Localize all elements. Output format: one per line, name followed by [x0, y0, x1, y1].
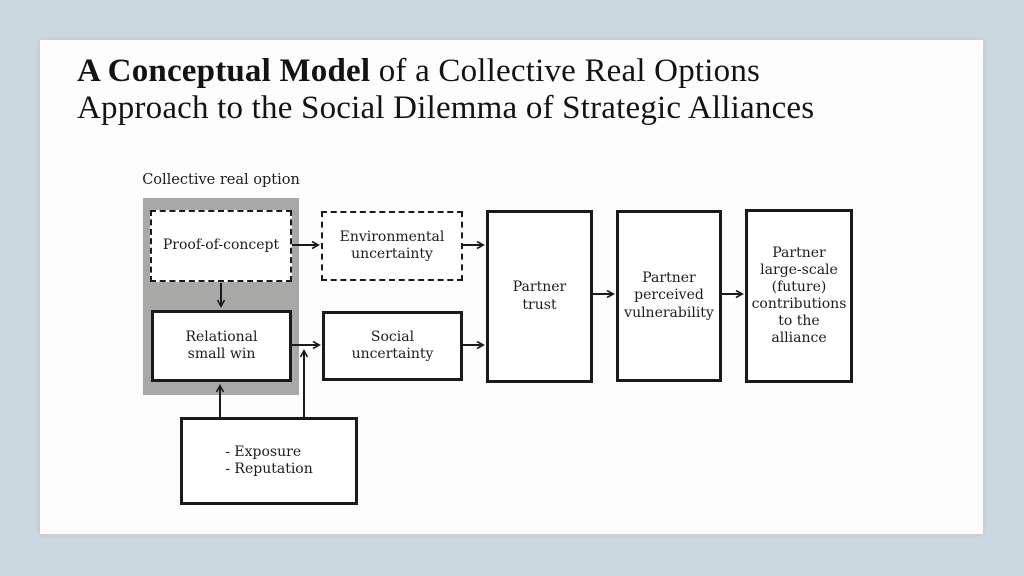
box-label: Partner [512, 279, 567, 295]
box-label: trust [522, 296, 557, 313]
box-partner-perceived-vulnerability: Partner perceived vulnerability [616, 210, 722, 382]
page-title-rest: of a Collective Real Options [370, 53, 761, 89]
box-label: uncertainty [351, 346, 434, 362]
box-exposure-reputation: - Exposure - Reputation [180, 417, 358, 505]
box-partner-trust: Partner trust [486, 210, 593, 383]
box-label: - Reputation [225, 461, 313, 477]
box-label: Relational [185, 328, 258, 345]
box-partner-large-scale-contributions: Partner large-scale (future) contributio… [745, 209, 853, 383]
page-title-bold: A Conceptual Model [77, 53, 371, 89]
box-label: small win [187, 346, 256, 362]
box-social-uncertainty: Social uncertainty [322, 311, 463, 381]
slide: A Conceptual Model of a Collective Real … [40, 40, 983, 534]
box-relational-small-win: Relational small win [151, 310, 292, 382]
box-label: vulnerability [624, 304, 714, 321]
page-title-line-1: A Conceptual Model of a Collective Real … [77, 53, 957, 90]
box-label-group: - Exposure - Reputation [225, 444, 313, 479]
box-label: - Exposure [225, 443, 302, 460]
box-label: Partner [772, 245, 826, 261]
box-label: Partner [642, 269, 696, 286]
box-label: large-scale [760, 262, 838, 278]
box-label: uncertainty [351, 246, 433, 262]
page-title: A Conceptual Model of a Collective Real … [77, 53, 957, 127]
box-label: Environmental [339, 228, 445, 245]
group-label-collective-real-option: Collective real option [142, 172, 300, 188]
box-label: contributions [751, 296, 847, 312]
box-label: (future) [771, 279, 827, 295]
box-environmental-uncertainty: Environmental uncertainty [321, 211, 463, 281]
box-label: to the [778, 313, 820, 329]
box-label: alliance [771, 330, 827, 346]
box-label: perceived [634, 287, 704, 304]
box-label: Social [370, 328, 415, 345]
box-proof-of-concept: Proof-of-concept [150, 210, 292, 282]
page-title-line-2: Approach to the Social Dilemma of Strate… [77, 90, 815, 126]
box-label: Proof-of-concept [162, 237, 280, 254]
